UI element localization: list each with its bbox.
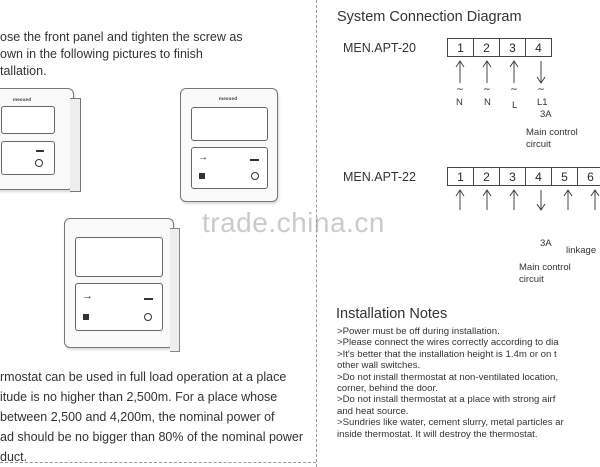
model-2-name: MEN.APT-22 [343,170,416,184]
note-line: other wall switches. [337,360,421,372]
note-line: inside thermostat. It will destroy the t… [337,428,538,440]
device-logo: meoxed [13,97,32,102]
tilde-icon: ∼ [483,84,491,95]
tilde-icon: ∼ [510,84,518,95]
terminal-3: 3 [499,167,526,186]
bottom-divider [0,462,316,463]
notes-title: Installation Notes [336,306,448,322]
terminal-1: 1 [447,38,474,57]
model-2-wire-arrows [455,189,600,211]
watermark-text: trade.china.cn [202,207,385,238]
note-line: >Please connect the wires correctly acco… [337,337,559,349]
tilde-icon: ∼ [537,84,545,95]
note-line: >Power must be off during installation. [337,326,500,337]
left-bottom-line-3: between 2,500 and 4,200m, the nominal po… [0,410,275,424]
minus-icon [144,298,153,300]
model-1-label-4: L1 [537,97,548,108]
model-1-sublabel: 3A [540,109,552,120]
left-bottom-line-2: itude is no higher than 2,500m. For a pl… [0,390,278,404]
diagram-title: System Connection Diagram [337,9,522,25]
device-screen [75,237,163,277]
left-bottom-line-5: duct. [0,450,28,464]
minus-icon [36,150,44,152]
terminal-4: 4 [525,167,552,186]
column-divider [316,0,317,467]
note-line: >Do not install thermostat at non-ventil… [337,371,559,383]
note-line: >It's better that the installation heigh… [337,348,557,360]
model-1-name: MEN.APT-20 [343,41,416,55]
model-2-sublabel: 3A [540,238,552,249]
notes-list: >Power must be off during installation. … [337,326,564,440]
terminal-3: 3 [499,38,526,57]
model-1-label-2: N [484,97,491,108]
terminal-5: 5 [551,167,578,186]
note-line: and heat source. [337,405,409,417]
note-line: >Do not install thermostat at a place wi… [337,394,556,406]
tilde-icon: ∼ [456,84,464,95]
note-line: >Sundries like water, cement slurry, met… [337,417,564,429]
thermostat-device-large: → [64,218,174,348]
model-1-label-1: N [456,97,463,108]
square-icon [199,173,205,179]
device-button-panel [1,141,55,175]
left-top-line-1: ose the front panel and tighten the scre… [0,30,243,44]
model-1-terminal-block: 1 2 3 4 [447,38,552,57]
device-screen [191,107,268,141]
device-button-panel: → [75,283,163,331]
thermostat-device-angled: meoxed [0,88,74,190]
device-side-edge [70,98,81,192]
power-icon [144,313,152,321]
arrow-right-icon: → [198,152,208,163]
terminal-2: 2 [473,38,500,57]
left-top-line-3: tallation. [0,64,47,78]
terminal-1: 1 [447,167,474,186]
device-side-edge [170,228,180,352]
left-bottom-line-4: ad should be no bigger than 80% of the n… [0,430,303,444]
model-2-linkage-label: linkage [566,245,597,256]
power-icon [251,172,259,180]
terminal-2: 2 [473,167,500,186]
device-button-panel: → [191,147,268,189]
model-1-caption-line-1: Main control [526,127,578,138]
model-1-label-3: L [512,100,518,111]
left-top-line-2: own in the following pictures to finish [0,47,203,61]
power-icon [35,159,43,167]
thermostat-device-front: meoxed → [180,88,278,202]
model-2-caption-line-2: circuit [519,274,544,285]
device-logo: meoxed [219,96,238,101]
square-icon [83,314,89,320]
device-screen [1,106,55,134]
terminal-4: 4 [525,38,552,57]
model-1-wire-arrows [455,60,546,84]
arrow-right-icon: → [82,290,93,302]
minus-icon [250,159,259,161]
model-2-terminal-block: 1 2 3 4 5 6 [447,167,600,186]
model-1-caption-line-2: circuit [526,139,551,150]
left-bottom-line-1: rmostat can be used in full load operati… [0,370,287,384]
terminal-6: 6 [577,167,600,186]
note-line: corner, behind the door. [337,383,438,395]
model-2-caption-line-1: Main control [519,262,571,273]
